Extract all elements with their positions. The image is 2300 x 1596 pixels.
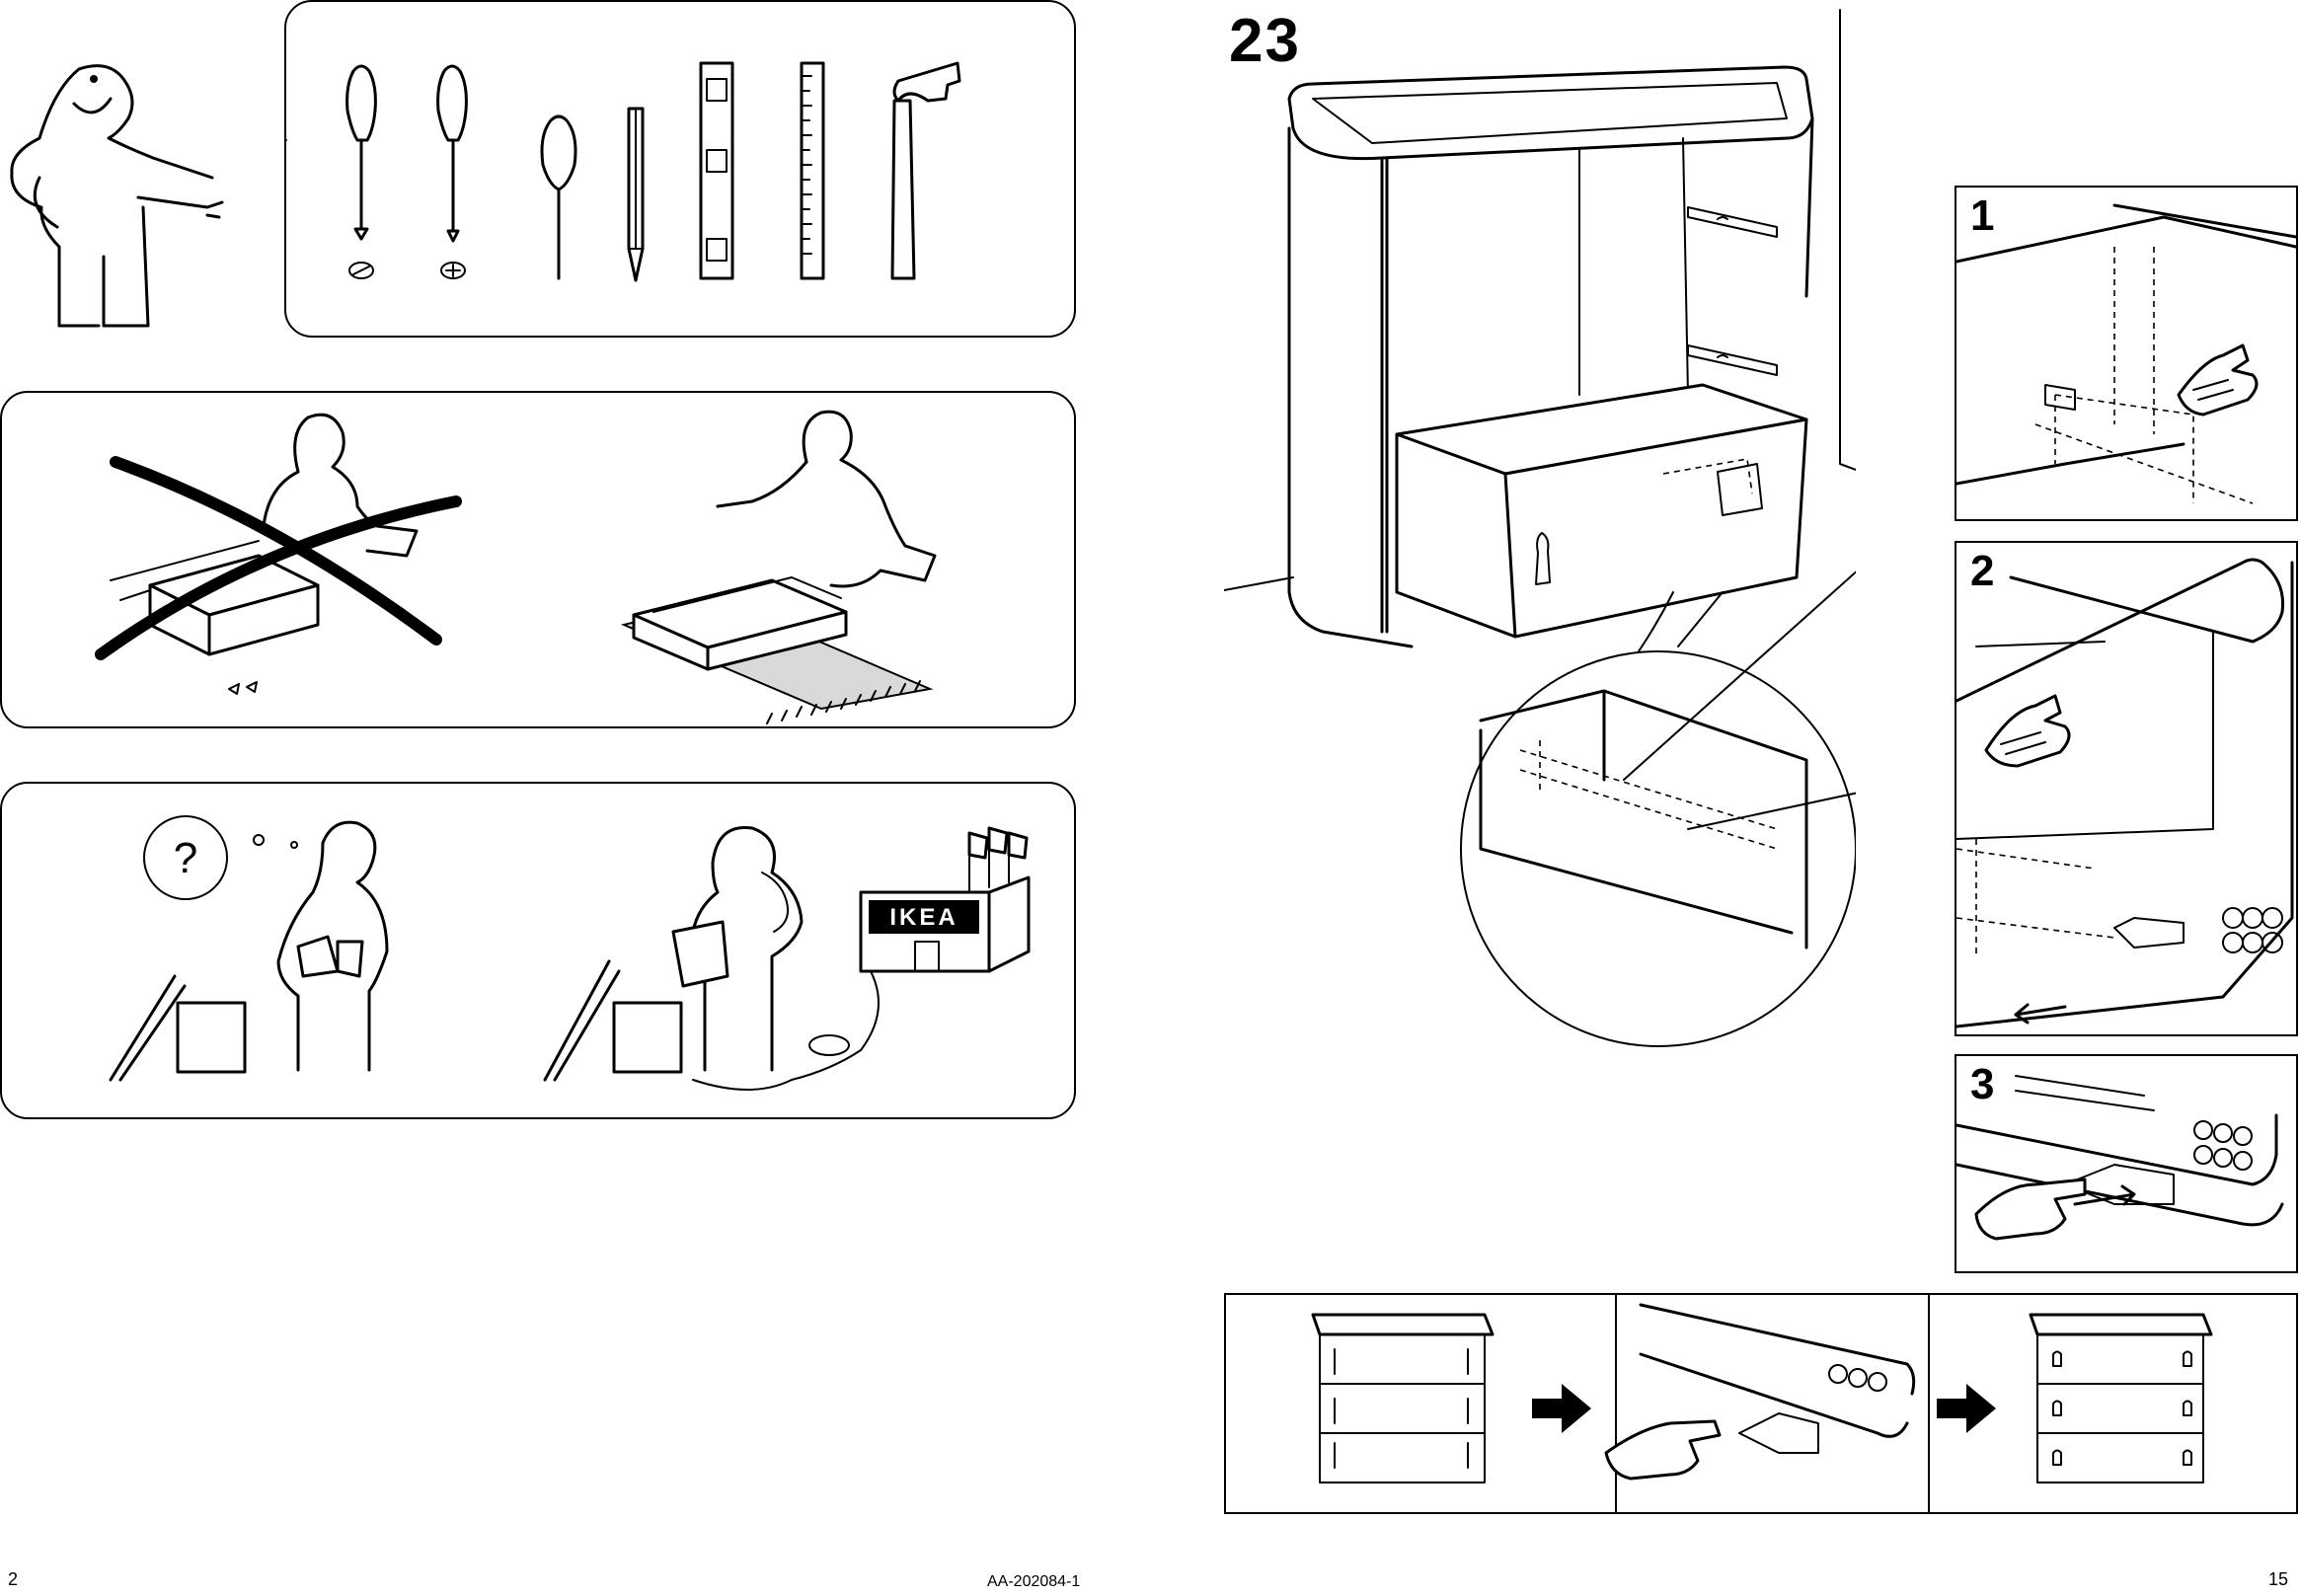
- question-mark: ?: [174, 834, 197, 882]
- step-number: 23: [1229, 7, 1301, 75]
- ruler-icon: [800, 61, 825, 280]
- detail-box-1: 1: [1955, 186, 2298, 521]
- right-page-number: 15: [2268, 1569, 2289, 1589]
- dresser-after-icon: [2029, 1313, 2213, 1483]
- ikea-store-illustration: IKEA: [859, 826, 1031, 973]
- spirit-level-icon: [699, 61, 734, 280]
- help-panel: ? IKEA: [0, 782, 1076, 1119]
- dresser-main-illustration: [1224, 0, 1856, 1056]
- dresser-before-icon: [1311, 1313, 1495, 1483]
- floor-panel: [0, 391, 1076, 728]
- phillips-screwdriver-icon: [436, 64, 468, 279]
- substep-number-3: 3: [1970, 1060, 1995, 1108]
- substep-number-2: 2: [1970, 547, 1995, 595]
- document-code: AA-202084-1: [987, 1573, 1081, 1590]
- detail-box-2: 2: [1955, 541, 2298, 1036]
- arrow-right-icon: [1937, 1384, 1996, 1433]
- confused-man-illustration: ?: [109, 815, 389, 1082]
- right-assembly-illustration: [620, 410, 937, 724]
- summary-strip: [1224, 1293, 2298, 1514]
- phoning-man-illustration: [543, 825, 891, 1091]
- substep-number-1: 1: [1970, 191, 1995, 240]
- tools-panel: [284, 0, 1076, 338]
- arrow-right-icon: [1532, 1384, 1591, 1433]
- flat-screwdriver-icon: [345, 64, 377, 279]
- left-page-number: 2: [8, 1569, 19, 1589]
- detail-box-3: 3: [1955, 1054, 2298, 1273]
- rail-closeup-icon: [1604, 1303, 1916, 1481]
- pencil-icon: [627, 107, 645, 282]
- hammer-icon: [890, 61, 961, 280]
- wrong-assembly-illustration: [95, 413, 462, 695]
- awl-icon: [540, 114, 577, 280]
- ikea-store-sign: IKEA: [889, 904, 958, 931]
- man-pointing-illustration: [0, 59, 237, 345]
